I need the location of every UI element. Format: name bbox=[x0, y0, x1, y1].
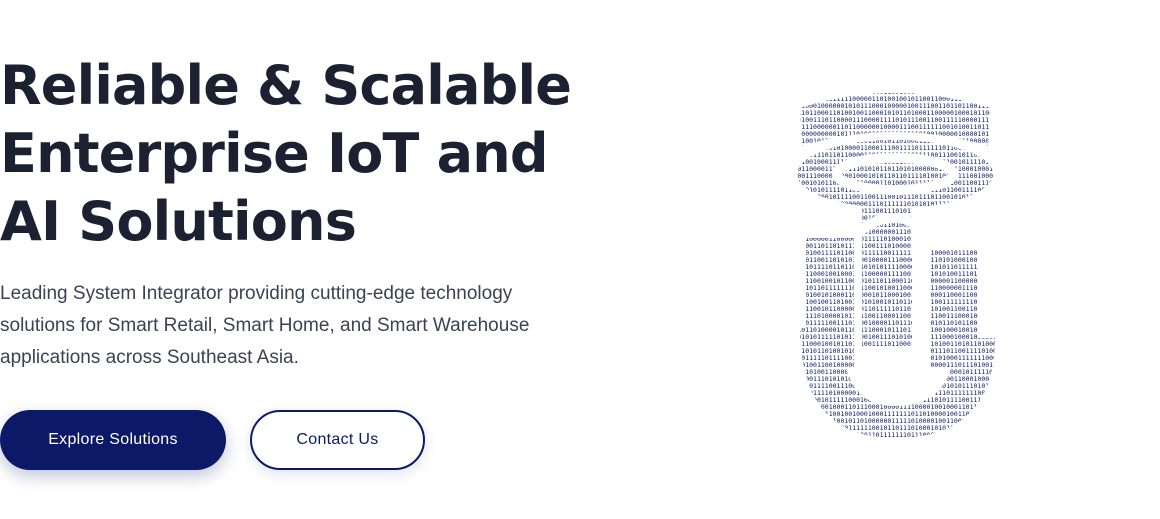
binary-row: 0110100010011101100001110000111101011100… bbox=[770, 116, 1005, 124]
binary-row: 1011100011111100101000011000111001111011… bbox=[770, 144, 1005, 152]
binary-row: 0110110010101111101011100100111010100111… bbox=[770, 333, 1005, 341]
binary-row: 0011100010110001110110101110011101011010… bbox=[770, 207, 1005, 215]
binary-row: 0011101110110001101001001100010101101000… bbox=[770, 109, 1005, 117]
hero-title-line-3: AI Solutions bbox=[0, 190, 357, 253]
binary-row: 1110101111001001101001101010010110110100… bbox=[770, 298, 1005, 306]
binary-row: 1110001110010111010000100110010110100011… bbox=[770, 137, 1005, 145]
binary-row: 1110111001111110000011111100101101110100… bbox=[770, 424, 1005, 432]
hero-section: Reliable & Scalable Enterprise IoT and A… bbox=[0, 52, 600, 374]
binary-row: 0010000011100100101100001011011000110111… bbox=[770, 277, 1005, 285]
binary-row: 0010111011100010010001011000001111001010… bbox=[770, 270, 1005, 278]
binary-row: 1010100110110011010101100100001110000101… bbox=[770, 256, 1005, 264]
explore-solutions-button[interactable]: Explore Solutions bbox=[0, 410, 226, 470]
hero-title-line-2: Enterprise IoT and bbox=[0, 122, 549, 185]
binary-row: 0110100001110100001011111001100011001111… bbox=[770, 312, 1005, 320]
binary-row: 0000000010001000000101011100010000010011… bbox=[770, 102, 1005, 110]
hero-actions: Explore Solutions Contact Us bbox=[0, 410, 425, 470]
binary-row: 1101100111000100101101010011110110001101… bbox=[770, 340, 1005, 348]
binary-row: 1101110100101011000111010000110100010111… bbox=[770, 179, 1005, 187]
binary-code-emblem-icon: 0100010110011000101000110010011001001001… bbox=[770, 88, 1020, 448]
binary-row: 1000000111100000011011000000100001110011… bbox=[770, 123, 1005, 131]
binary-row: 1100010000111110011101100100001101110011… bbox=[770, 319, 1005, 327]
binary-row: 1100011010100101110110100110111111101110… bbox=[770, 431, 1005, 439]
hero-subtitle-line-2: solutions for Smart Retail, Smart Home, … bbox=[0, 315, 530, 336]
binary-row: 0110001001110000100001000101011011011110… bbox=[770, 172, 1005, 180]
binary-row: 0011101100110010100101101000000111110100… bbox=[770, 417, 1005, 425]
binary-row: 1100010010100001011110011001110010111011… bbox=[770, 193, 1005, 201]
hero-subtitle-line-3: applications across Southeast Asia. bbox=[0, 347, 299, 368]
hero-title: Reliable & Scalable Enterprise IoT and A… bbox=[0, 52, 600, 256]
binary-row: 0100010110011000101000110010011001001001… bbox=[770, 88, 1005, 96]
binary-row: 1111001001101101001000101000011010000001… bbox=[770, 221, 1005, 229]
binary-row: 0000011110011011010111011001110100001011… bbox=[770, 242, 1005, 250]
binary-row: 1000100011011110110110010101011110000000… bbox=[770, 263, 1005, 271]
binary-row: 1101001011000011111011101010110110101000… bbox=[770, 165, 1005, 173]
binary-row: 0000111011000001100000101111101000101000… bbox=[770, 235, 1005, 243]
binary-row: 0110100000100101000110100010110001001001… bbox=[770, 291, 1005, 299]
hero-subtitle: Leading System Integrator providing cutt… bbox=[0, 278, 560, 374]
contact-us-button[interactable]: Contact Us bbox=[250, 410, 425, 470]
binary-row: 1011000011100101100000101101111101101000… bbox=[770, 305, 1005, 313]
binary-row: 1000010000100111111110000011010010010110… bbox=[770, 95, 1005, 103]
hero-subtitle-line-1: Leading System Integrator providing cutt… bbox=[0, 283, 513, 304]
binary-row: 0001100010100111101100001111100111111111… bbox=[770, 249, 1005, 257]
hero-title-line-1: Reliable & Scalable bbox=[0, 54, 572, 117]
binary-row: 1010101000011011001001000100011111110110… bbox=[770, 410, 1005, 418]
binary-row: 1100010101011011111110111001010011000100… bbox=[770, 284, 1005, 292]
binary-row: 1010001101101000010110111100010111011101… bbox=[770, 326, 1005, 334]
binary-row: 0001111000100001100000000111011111101010… bbox=[770, 200, 1005, 208]
binary-row: 1111100001010010101010110001100100110000… bbox=[770, 438, 1005, 446]
binary-row: 1100101010001110000100010100000011101000… bbox=[770, 228, 1005, 236]
binary-row: 1011110001011001000110111000100001111000… bbox=[770, 403, 1005, 411]
binary-emblem-graphic: 0100010110011000101000110010011001001001… bbox=[770, 88, 1005, 446]
